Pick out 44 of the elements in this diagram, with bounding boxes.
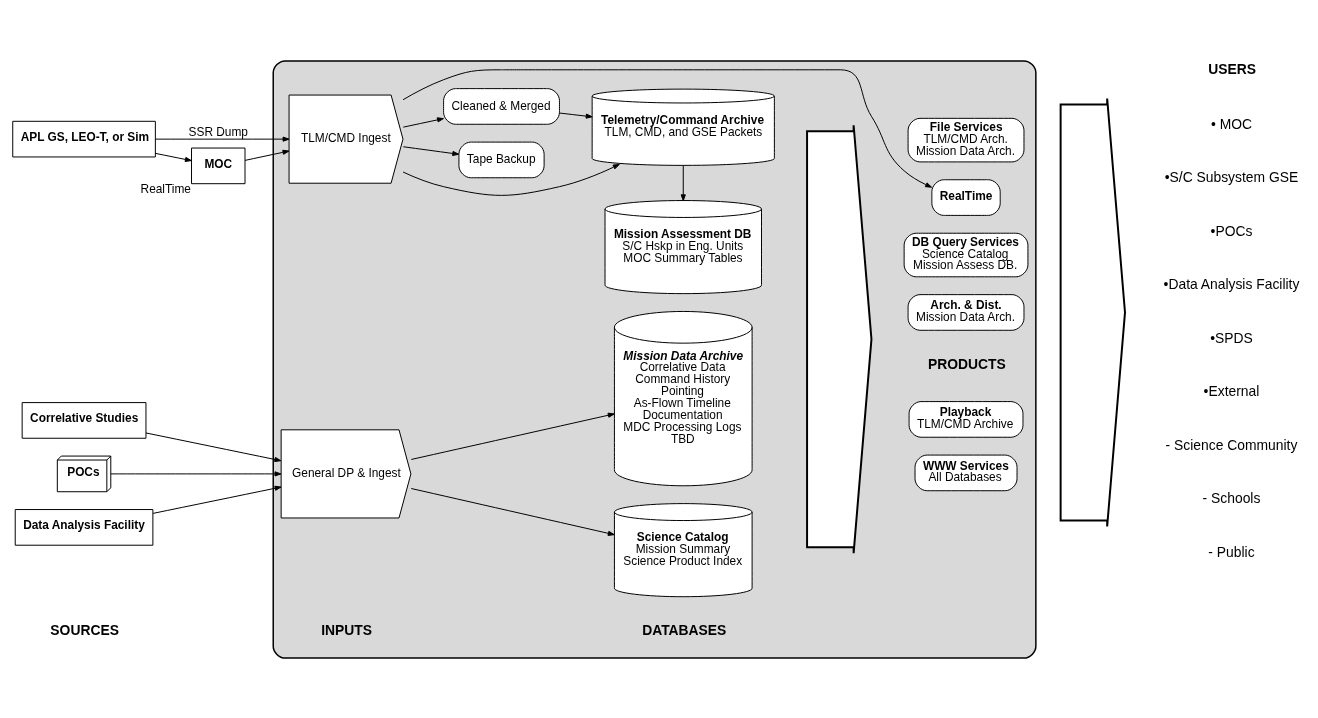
node-box: File Services TLM/CMD Arch. Mission Data Arch. [907,117,1025,162]
node-box: MOC [191,147,246,184]
node-arrow [806,123,873,554]
arrow [559,112,593,119]
arrow [152,485,282,514]
arrow [244,149,290,161]
node-box: RealTime [931,178,1001,216]
label: - Schools [1202,489,1261,506]
label: •External [1203,382,1260,399]
arrow [154,152,192,162]
label: USERS [1208,60,1256,77]
node-box: Cleaned & Merged [443,87,560,125]
label: • MOC [1210,115,1252,132]
node-box: WWW Services All Databases [914,454,1018,491]
arrow [410,412,615,460]
label: - Science Community [1165,436,1298,453]
node-box: Data Analysis Facility [14,508,154,546]
arrow [110,470,282,476]
arrow [402,145,460,156]
arrow [145,431,282,462]
node-box: Arch. & Dist. Mission Data Arch. [907,293,1025,331]
arrow [410,487,615,536]
label: PRODUCTS [927,355,1006,372]
arrow [154,136,290,142]
label: •Data Analysis Facility [1163,275,1300,292]
label: INPUTS [321,621,373,638]
arrow [402,68,933,188]
node-box: Playback TLM/CMD Archive [908,400,1024,438]
label: •SPDS [1210,329,1253,346]
arrow [680,164,686,201]
label: DATABASES [642,621,727,638]
label: - Public [1208,543,1255,560]
node-box: APL GS, LEO-T, or Sim [12,120,156,157]
node-box: Correlative Studies [21,401,147,439]
edge-label: SSR Dump [188,124,248,139]
node-arrow [1059,97,1126,527]
arrow [402,163,620,196]
label: •S/C Subsystem GSE [1164,168,1299,185]
arrow [402,116,444,128]
node-box: Tape Backup [458,141,545,178]
node-box: DB Query Services Science Catalog Mission Assess DB. [903,232,1029,277]
label: •POCs [1210,222,1253,239]
node-label: RealTime [140,181,191,196]
label: SOURCES [50,621,119,638]
